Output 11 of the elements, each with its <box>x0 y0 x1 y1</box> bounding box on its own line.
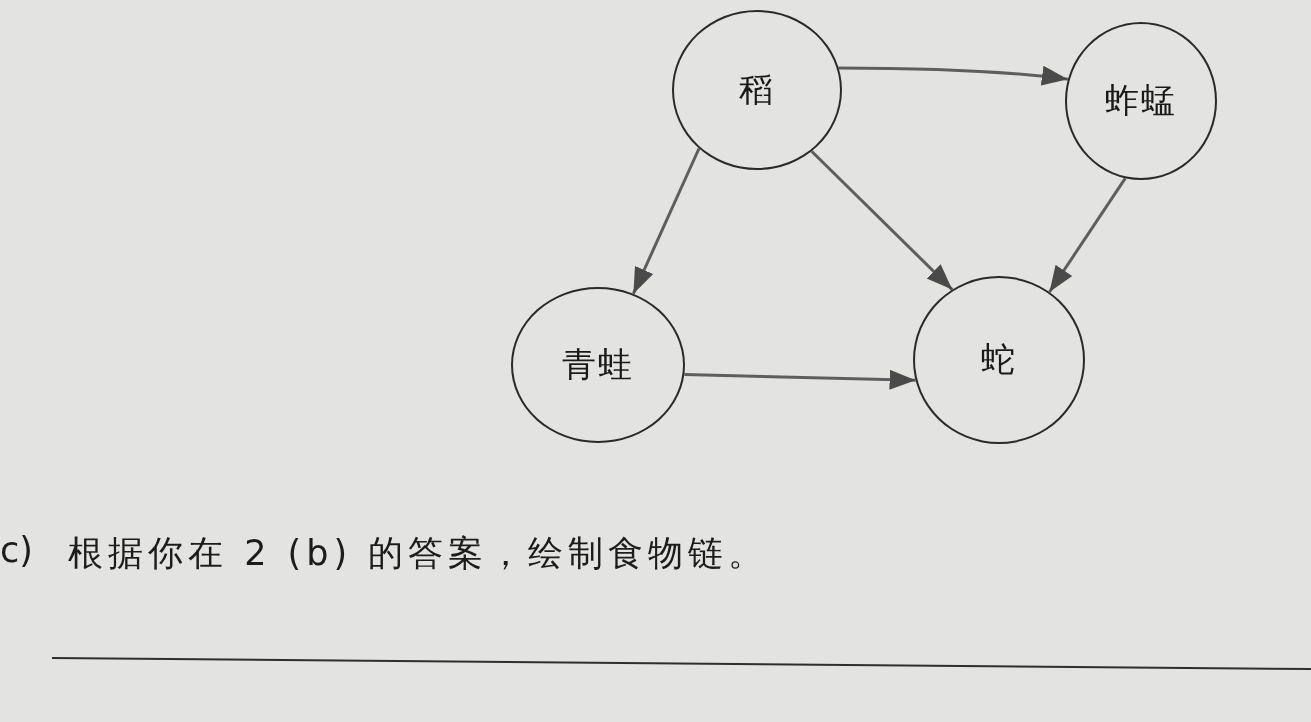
circle-node: 稻 <box>672 10 842 170</box>
arrow <box>1048 177 1127 293</box>
arrow <box>684 369 916 390</box>
circle-node: 蛇 <box>913 276 1085 444</box>
question-number: c) <box>0 530 33 570</box>
question-text: 根据你在 2 (b) 的答案，绘制食物链。 <box>68 532 769 575</box>
arrow <box>632 147 701 295</box>
arrow <box>810 150 954 291</box>
arrow <box>838 66 1069 86</box>
circle-node: 青蛙 <box>511 287 685 443</box>
circle-node: 蚱蜢 <box>1065 22 1217 180</box>
